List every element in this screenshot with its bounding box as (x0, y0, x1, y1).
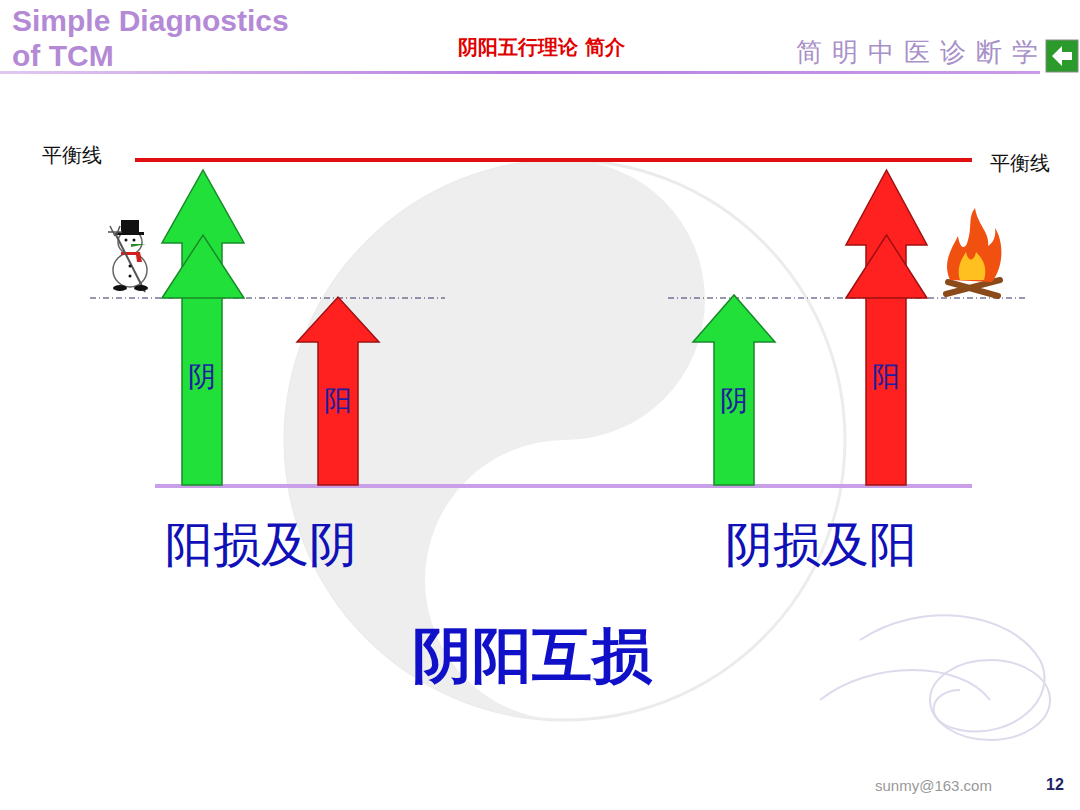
arrow-bar: 阴 (693, 295, 775, 485)
arrow-bar: 阳 (846, 170, 927, 485)
snowman-icon (108, 220, 148, 292)
caption: 阴阳互损 (412, 622, 652, 688)
arrow-shape (162, 170, 244, 485)
arrow-bar: 阴 (162, 170, 244, 485)
arrow-shape (846, 170, 927, 485)
arrow-body (846, 170, 927, 485)
header-rule (0, 71, 1040, 74)
balance-line-label: 平衡线 (990, 152, 1050, 174)
arrow-head (162, 235, 244, 298)
back-button (1046, 40, 1078, 72)
yin-yang-watermark (285, 160, 845, 720)
logo-swirl (820, 615, 1050, 740)
arrow-body (693, 295, 775, 485)
course-name-cn: 简明中医诊断学 (796, 38, 1048, 67)
dashed-level (90, 298, 445, 299)
arrow-label: 阴 (720, 387, 748, 415)
arrow-label: 阳 (872, 363, 900, 391)
course-name: Simple Diagnostics of TCM (12, 4, 322, 73)
watermark: sunmy@163.com (875, 778, 992, 795)
slide-title: 阴阳五行理论 简介 (458, 36, 625, 58)
arrow-label: 阳 (324, 387, 352, 415)
page-number: 12 (1046, 776, 1064, 794)
arrow-body (297, 297, 379, 485)
arrow-bar: 阳 (297, 297, 379, 485)
balance-line (135, 158, 972, 162)
arrow-head (846, 235, 927, 298)
arrow-body (162, 170, 244, 485)
campfire-icon (946, 208, 1001, 296)
arrow-label: 阴 (188, 363, 216, 391)
case-label: 阳损及阴 (165, 518, 357, 571)
baseline (155, 484, 972, 488)
case-label: 阴损及阳 (725, 518, 917, 571)
balance-line-label: 平衡线 (42, 144, 102, 166)
